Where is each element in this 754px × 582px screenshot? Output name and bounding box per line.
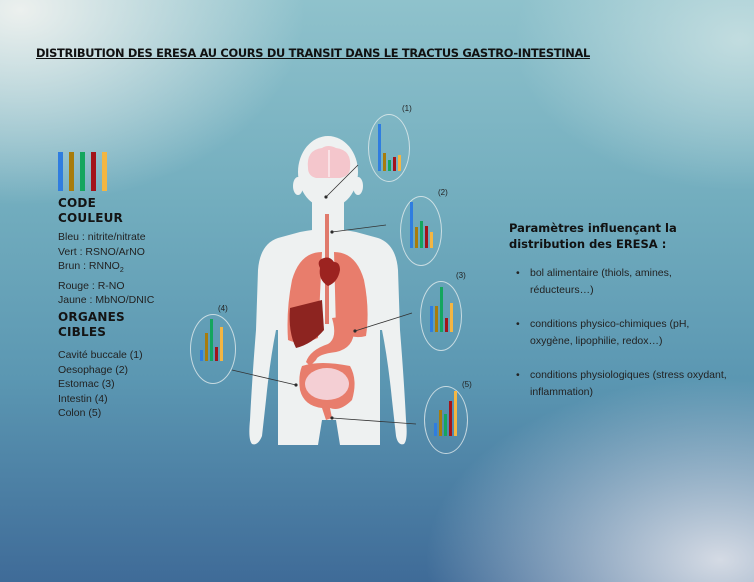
chart-ellipse [424,386,468,454]
list-item: •conditions physiologiques (stress oxyda… [516,369,727,398]
bar-red [393,157,396,171]
chart-ellipse [368,114,410,182]
swatch-green [80,152,85,191]
heading-line: CIBLES [58,325,107,339]
list-item: Estomac (3) [58,378,115,390]
liver-icon [289,300,324,348]
bar-yellow [220,327,223,361]
bullet-icon: • [516,267,520,279]
chart-number: (1) [402,104,412,113]
bar-group [200,311,223,361]
list-item: •bol alimentaire (thiols, amines, réduct… [516,267,672,296]
pointer-lines [231,164,417,425]
list-item: Oesophage (2) [58,363,129,376]
heading-line: ORGANES [58,310,125,324]
bar-brown [439,410,442,436]
bar-yellow [454,391,457,436]
stomach-icon [306,317,354,366]
bar-green [388,160,391,171]
list-item: Bleu : nitrite/nitrate [58,231,146,243]
heading-line: COULEUR [58,211,123,225]
bar-brown [205,333,208,361]
small-intestine-icon [305,368,349,400]
bar-group [378,121,401,171]
chart-ellipse [420,281,462,351]
parameters-list: •bol alimentaire (thiols, amines, réduct… [516,265,731,418]
bar-green [420,221,423,248]
bar-group [410,198,433,248]
target-organs-heading: ORGANES CIBLES [58,310,125,340]
bar-green [210,319,213,361]
color-legend-swatches [58,152,107,191]
right-lung-icon [334,252,368,338]
chart-number: (5) [462,380,472,389]
bar-red [449,401,452,436]
bar-red [445,318,448,332]
bar-blue [430,306,433,332]
page-title: DISTRIBUTION DES ERESA AU COURS DU TRANS… [36,46,590,60]
swatch-red [91,152,96,191]
bar-green [444,414,447,436]
swatch-brown [69,152,74,191]
chart-number: (2) [438,188,448,197]
bar-yellow [450,303,453,332]
swatch-blue [58,152,63,191]
heading-line: CODE [58,196,96,210]
chart-number: (4) [218,304,228,313]
bar-red [425,226,428,248]
bar-red [215,347,218,361]
list-item: Intestin (4) [58,392,108,405]
color-code-list: Bleu : nitrite/nitrate Vert : RSNO/ArNO … [58,230,154,308]
list-item: Rouge : R-NO [58,279,125,292]
swatch-yellow [102,152,107,191]
list-item: Vert : RSNO/ArNO [58,245,145,258]
list-item: Jaune : MbNO/DNIC [58,294,155,307]
heart-icon [318,257,340,286]
bar-yellow [398,155,401,171]
bar-green [440,287,443,332]
bar-blue [378,124,381,171]
parameters-title: Paramètres influençant la distribution d… [509,221,677,251]
chart-ellipse [400,196,442,266]
list-item: Brun : RNNO2 [58,260,124,275]
bar-brown [435,306,438,332]
bar-blue [200,350,203,361]
list-item: •conditions physico-chimiques (pH, oxygè… [516,318,690,347]
chart-ellipse [190,314,236,384]
bullet-icon: • [516,318,520,330]
bar-blue [434,423,437,436]
target-organs-list: Cavité buccale (1) Oesophage (2) Estomac… [58,348,143,421]
color-code-heading: CODE COULEUR [58,196,123,226]
bar-blue [410,202,413,248]
bar-yellow [430,232,433,248]
bar-brown [383,153,386,171]
bar-group [430,282,453,332]
bar-brown [415,227,418,248]
list-item: Colon (5) [58,407,102,419]
bar-group [434,386,457,436]
chart-number: (3) [456,271,466,280]
bullet-icon: • [516,369,520,381]
list-item: Cavité buccale (1) [58,349,143,361]
